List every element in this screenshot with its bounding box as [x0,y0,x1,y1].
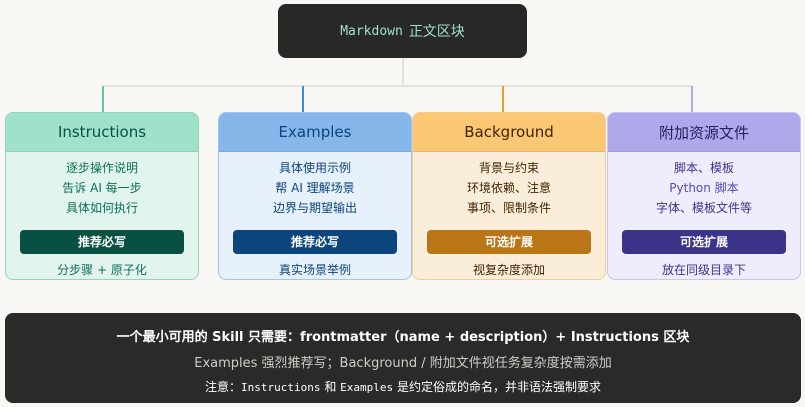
card-resources-title: 附加资源文件 [658,123,749,142]
card-instructions-line-3: 具体如何执行 [65,201,138,215]
title-text: 正文区块 [408,24,465,40]
title-connector-vertical [402,58,404,86]
card-examples-header: Examples [219,113,411,152]
title-connector-horizontal [103,85,693,87]
card-instructions-line-2: 告诉 AI 每一步 [62,181,142,195]
card-background-header: Background [413,113,605,152]
connector-examples [302,86,304,112]
card-examples-footer: 真实场景举例 [278,263,351,277]
card-resources-line-3: 字体、模板文件等 [655,201,752,215]
summary-code-instructions: Instructions [241,381,321,394]
summary-line-3-prefix: 注意： [205,380,242,394]
summary-line-3: 注意：Instructions 和 Examples 是约定俗成的命名，并非语法… [5,378,801,395]
card-examples-line-3: 边界与期望输出 [272,201,357,215]
card-resources-header: 附加资源文件 [608,113,800,152]
card-resources-footer: 放在同级目录下 [661,263,746,277]
summary-line-1: 一个最小可用的 Skill 只需要：frontmatter（name + des… [116,330,690,345]
card-examples-line-2: 帮 AI 理解场景 [275,181,355,195]
title-code: Markdown [340,23,403,39]
connector-instructions [102,86,104,112]
card-background-line-2: 环境依赖、注意 [466,181,551,195]
card-background-line-3: 事项、限制条件 [466,201,551,215]
card-background-title: Background [464,123,554,141]
card-examples-badge: 推荐必写 [233,230,397,254]
title-box: Markdown 正文区块 [278,4,527,58]
connector-resources [691,86,693,112]
summary-line-3-suffix: 是约定俗成的命名，并非语法强制要求 [393,380,601,394]
card-instructions-header: Instructions [6,113,198,152]
card-resources-line-2: Python 脚本 [669,181,739,195]
card-instructions-title: Instructions [57,123,147,141]
card-instructions-badge: 推荐必写 [20,230,184,254]
card-background-footer: 视复杂度添加 [472,263,545,277]
card-examples-title: Examples [278,123,352,141]
summary-line-3-mid: 和 [320,380,341,394]
card-background-badge: 可选扩展 [427,230,591,254]
card-background: Background 背景与约束 环境依赖、注意 事项、限制条件 可选扩展 视复… [412,112,606,280]
card-instructions-footer: 分步骤 + 原子化 [57,263,147,277]
card-resources: 附加资源文件 脚本、模板 Python 脚本 字体、模板文件等 可选扩展 放在同… [607,112,801,280]
card-instructions: Instructions 逐步操作说明 告诉 AI 每一步 具体如何执行 推荐必… [5,112,199,280]
card-examples: Examples 具体使用示例 帮 AI 理解场景 边界与期望输出 推荐必写 真… [218,112,412,280]
card-background-line-1: 背景与约束 [478,161,539,175]
card-resources-line-1: 脚本、模板 [673,161,734,175]
card-examples-line-1: 具体使用示例 [278,161,351,175]
summary-box: 一个最小可用的 Skill 只需要：frontmatter（name + des… [5,313,801,403]
card-instructions-line-1: 逐步操作说明 [65,161,138,175]
summary-code-examples: Examples [340,381,394,394]
card-resources-badge: 可选扩展 [622,230,786,254]
summary-line-2: Examples 强烈推荐写；Background / 附加文件视任务复杂度按需… [194,356,612,371]
connector-background [502,86,504,112]
